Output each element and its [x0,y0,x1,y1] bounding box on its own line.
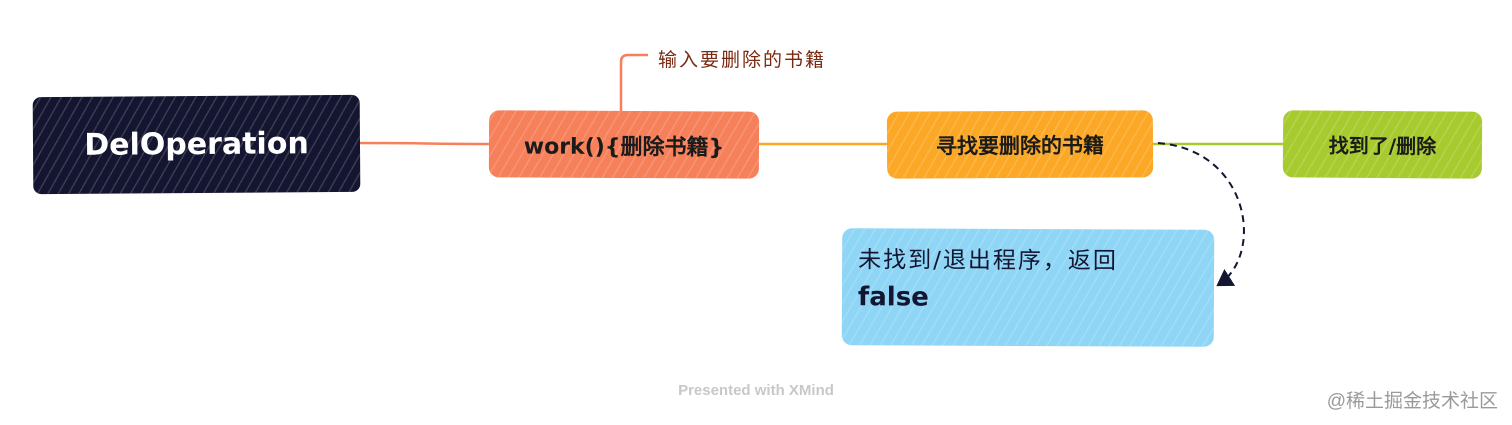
connector-root-work [359,141,490,146]
not-found-node[interactable]: 未找到/退出程序，返回 false [841,228,1215,347]
found-delete-node-label: 找到了/删除 [1328,133,1437,159]
note-input-book: 输入要删除的书籍 [658,49,827,71]
work-node[interactable]: work(){删除书籍} [488,110,760,179]
root-node-label: DelOperation [84,126,309,163]
connector-note [619,53,648,111]
find-book-node[interactable]: 寻找要删除的书籍 [886,110,1154,179]
not-found-node-line1: 未找到/退出程序，返回 [858,247,1118,275]
connector-find-notfound-dashed [1157,142,1245,287]
find-book-node-label: 寻找要删除的书籍 [935,133,1105,158]
not-found-node-line2: false [857,282,929,313]
found-delete-node[interactable]: 找到了/删除 [1282,110,1483,179]
presented-with-xmind: Presented with XMind [678,382,834,399]
work-node-label: work(){删除书籍} [523,133,725,161]
root-node[interactable]: DelOperation [32,94,361,195]
not-found-node-text: 未找到/退出程序，返回 false [858,242,1118,317]
watermark: @稀土掘金技术社区 [1326,391,1498,412]
